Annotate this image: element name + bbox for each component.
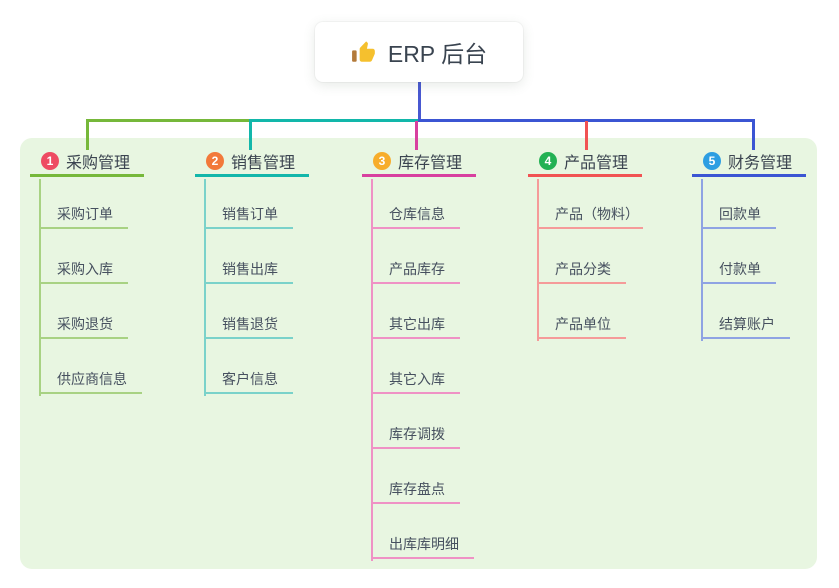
branch-header-sales[interactable]: 2 销售管理 [195, 147, 309, 177]
root-node-label: ERP 后台 [387, 41, 488, 67]
node-sales-return[interactable]: 销售退货 [204, 313, 293, 339]
subtree-line-purchase [39, 179, 41, 396]
connector-horizontal-sales [249, 119, 420, 122]
connector-horizontal-purchase [86, 119, 252, 122]
branch-header-purchase[interactable]: 1 采购管理 [30, 147, 144, 177]
branch-badge-2: 2 [206, 151, 224, 170]
node-product-stock[interactable]: 产品库存 [371, 258, 460, 284]
thumbs-up-icon [351, 39, 377, 65]
branches-background-panel [20, 138, 817, 569]
connector-drop-finance [752, 119, 755, 150]
node-sales-order[interactable]: 销售订单 [204, 203, 293, 229]
subtree-line-finance [701, 179, 703, 341]
node-sales-outbound[interactable]: 销售出库 [204, 258, 293, 284]
node-product-material[interactable]: 产品（物料） [537, 203, 643, 229]
node-settlement-account[interactable]: 结算账户 [701, 313, 790, 339]
node-other-inbound[interactable]: 其它入库 [371, 368, 460, 394]
connector-root-vertical [418, 82, 421, 120]
subtree-line-product [537, 179, 539, 341]
node-product-unit[interactable]: 产品单位 [537, 313, 626, 339]
node-other-outbound[interactable]: 其它出库 [371, 313, 460, 339]
branch-header-inventory[interactable]: 3 库存管理 [362, 147, 476, 177]
node-stock-transfer[interactable]: 库存调拨 [371, 423, 460, 449]
node-payment-bill[interactable]: 付款单 [701, 258, 776, 284]
branch-header-finance[interactable]: 5 财务管理 [692, 147, 806, 177]
subtree-line-sales [204, 179, 206, 396]
branch-label-sales: 销售管理 [231, 154, 296, 172]
node-supplier-info[interactable]: 供应商信息 [39, 368, 142, 394]
connector-drop-inventory [415, 121, 418, 150]
branch-badge-5: 5 [703, 151, 721, 170]
connector-drop-purchase [86, 119, 89, 150]
node-purchase-return[interactable]: 采购退货 [39, 313, 128, 339]
branch-badge-3: 3 [373, 151, 391, 170]
node-product-category[interactable]: 产品分类 [537, 258, 626, 284]
branch-badge-4: 4 [539, 151, 557, 170]
node-warehouse-info[interactable]: 仓库信息 [371, 203, 460, 229]
branch-label-inventory: 库存管理 [398, 154, 463, 172]
connector-horizontal-finance [418, 119, 755, 122]
branch-label-purchase: 采购管理 [66, 154, 131, 172]
node-stock-count[interactable]: 库存盘点 [371, 478, 460, 504]
node-customer-info[interactable]: 客户信息 [204, 368, 293, 394]
branch-header-product[interactable]: 4 产品管理 [528, 147, 642, 177]
branch-label-product: 产品管理 [564, 154, 629, 172]
branch-badge-1: 1 [41, 151, 59, 170]
root-node-erp[interactable]: ERP 后台 [315, 22, 523, 82]
node-purchase-inbound[interactable]: 采购入库 [39, 258, 128, 284]
node-receipt-bill[interactable]: 回款单 [701, 203, 776, 229]
connector-drop-product [585, 121, 588, 150]
node-inout-detail[interactable]: 出库库明细 [371, 533, 474, 559]
branch-label-finance: 财务管理 [728, 154, 793, 172]
subtree-line-inventory [371, 179, 373, 561]
connector-drop-sales [249, 119, 252, 150]
node-purchase-order[interactable]: 采购订单 [39, 203, 128, 229]
